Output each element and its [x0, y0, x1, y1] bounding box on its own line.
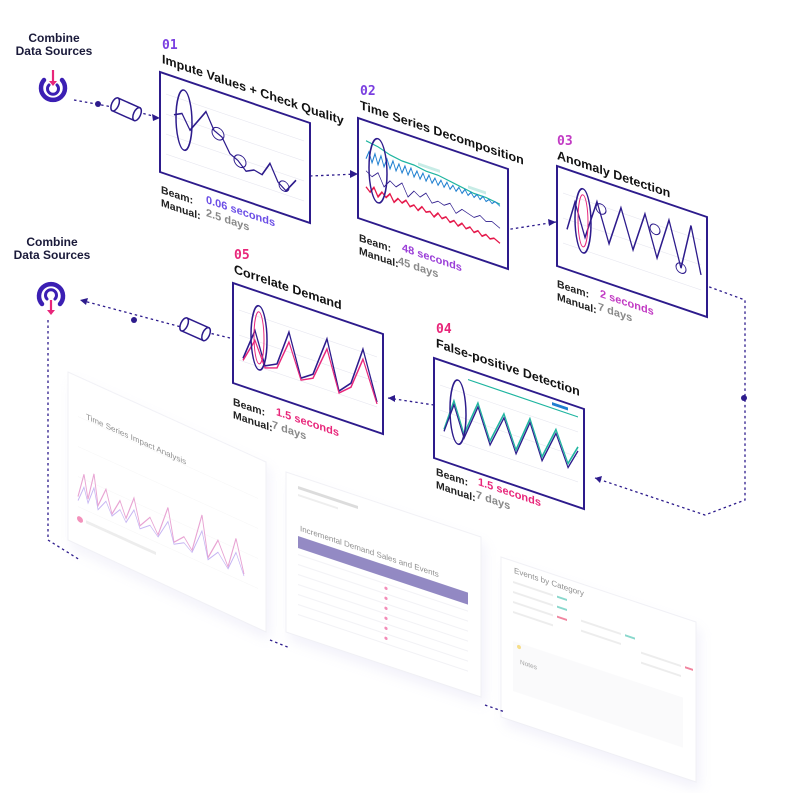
threshold-line: [468, 378, 578, 418]
panel-05-correlate: [232, 281, 384, 436]
panel-02-decomposition: [357, 116, 509, 271]
connector-04-to-05: [387, 397, 435, 406]
step-05-number: 05: [234, 248, 250, 263]
arrowheads: [80, 114, 602, 483]
detected-series-teal: [443, 398, 579, 466]
decomposition-focus-ring: [368, 137, 388, 204]
demand-series-pink: [242, 338, 378, 404]
connector-05-to-cylinder: [204, 331, 231, 339]
data-cylinder-icon: [179, 317, 212, 342]
impute-focus-ring: [175, 89, 193, 152]
source-label-top: Combine Data Sources: [14, 32, 94, 58]
anomaly-focus-ring: [574, 187, 592, 254]
anomaly-series: [566, 199, 702, 276]
step-03-number: 03: [557, 134, 573, 149]
trend-series: [365, 140, 501, 205]
source-label-bottom: Combine Data Sources: [12, 236, 92, 262]
demand-series-navy: [242, 328, 378, 402]
panel-01-impute: [159, 70, 311, 225]
panel-04-false-positive: [433, 356, 585, 511]
source-label-bottom-text: Combine Data Sources: [13, 235, 91, 262]
connector-source-return: [47, 320, 81, 561]
connector-cylinder-to-01: [137, 111, 161, 119]
source-label-top-text: Combine Data Sources: [15, 31, 93, 58]
connector-02-to-03: [504, 221, 557, 231]
correlate-focus-ring: [250, 304, 268, 371]
noise-series: [365, 185, 501, 244]
step-02-number: 02: [360, 84, 376, 99]
step-01-number: 01: [162, 38, 178, 53]
panel-03-anomaly: [556, 164, 708, 319]
data-cylinder-icon: [110, 97, 143, 122]
connector-cylinder-to-source: [79, 299, 186, 329]
connector-03-to-04: [594, 284, 746, 516]
combine-sources-icon-bottom: [36, 281, 66, 315]
false-positive-focus-ring: [449, 379, 467, 446]
step-04-number: 04: [436, 322, 452, 337]
connector-dashboard-link: [269, 639, 506, 713]
combine-sources-icon-top: [38, 70, 68, 103]
residual-series: [365, 170, 501, 229]
seasonal-series: [365, 150, 501, 207]
detected-series-navy: [443, 402, 579, 470]
